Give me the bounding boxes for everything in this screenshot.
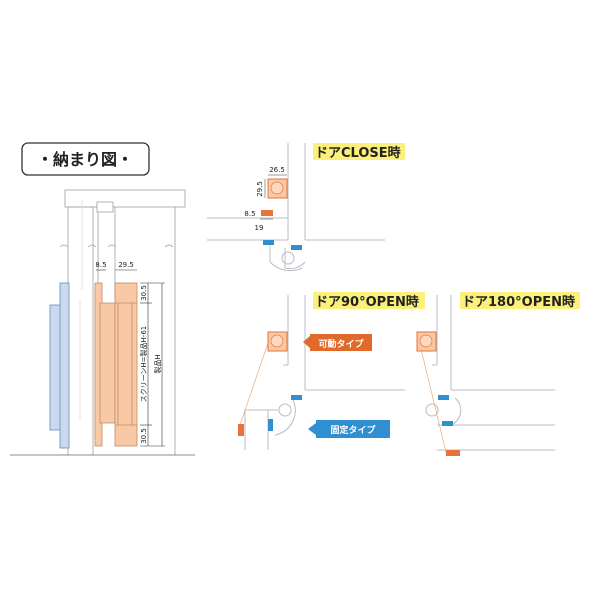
fixed-bracket-icon <box>268 419 273 431</box>
fixed-bracket-icon <box>438 395 449 400</box>
dim-width: 26.5 <box>269 166 285 174</box>
dim-gap-label: 8.5 <box>95 261 106 269</box>
screen-height-label: スクリーンH=製品H-61 <box>139 326 148 402</box>
elevation-view <box>10 189 195 456</box>
blue-panel <box>49 282 70 449</box>
fixed-type-callout: 固定タイプ <box>308 420 390 438</box>
dim-bar: 8.5 <box>244 210 255 218</box>
open90-view: ドア90°OPEN時 可動タイプ 固定タイプ <box>238 292 425 450</box>
movable-type-label: 可動タイプ <box>318 338 364 350</box>
dim-bottom-label: 30.5 <box>140 428 148 444</box>
movable-type-callout: 可動タイプ <box>303 334 372 351</box>
dim-case-label: 29.5 <box>118 261 134 269</box>
fixed-bracket-icon <box>291 245 302 250</box>
title-box: ・納まり図・ <box>21 142 150 176</box>
close-view: ドアCLOSE時 26.5 29.5 8.5 19 <box>207 143 405 272</box>
dim-bar-width: 19 <box>255 224 264 232</box>
bar-icon <box>446 450 460 456</box>
open90-label: ドア90°OPEN時 <box>315 294 419 310</box>
elevation-dimensions <box>96 269 165 447</box>
open180-label: ドア180°OPEN時 <box>462 294 575 310</box>
bar-icon <box>238 424 244 436</box>
dim-top-label: 30.5 <box>140 285 148 301</box>
product-height-label: 製品H <box>153 354 162 373</box>
dim-height: 29.5 <box>256 181 264 197</box>
fixed-bracket-icon <box>442 421 453 426</box>
title: ・納まり図・ <box>37 150 133 169</box>
close-label: ドアCLOSE時 <box>315 145 401 161</box>
bar-icon <box>261 210 273 216</box>
fixed-bracket-icon <box>291 395 302 400</box>
fixed-type-label: 固定タイプ <box>330 424 376 436</box>
screen-unit <box>94 282 138 447</box>
open180-view: ドア180°OPEN時 <box>416 292 580 456</box>
fixed-bracket-icon <box>263 240 274 245</box>
